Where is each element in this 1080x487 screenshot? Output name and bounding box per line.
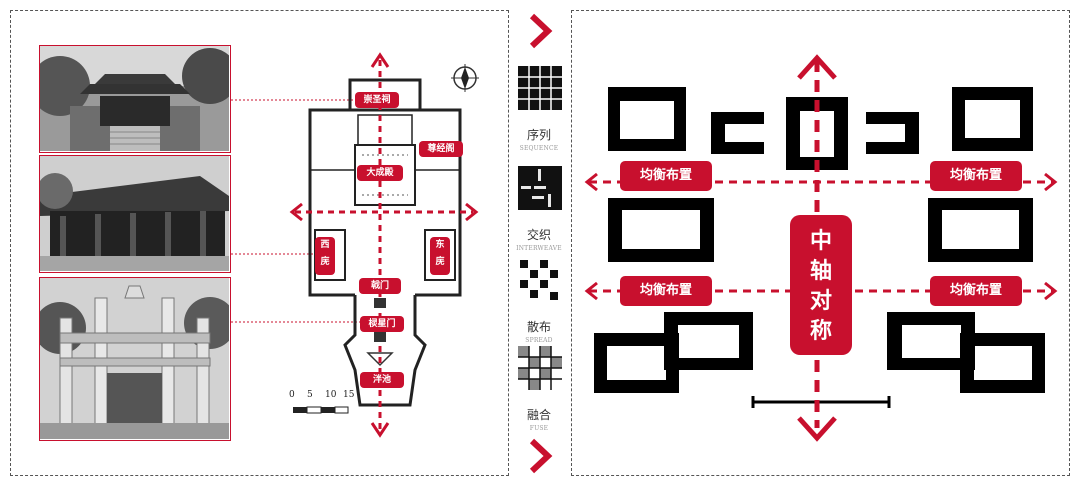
north-compass-icon	[451, 64, 479, 92]
scale-labels: 0 5 10 15	[289, 390, 354, 400]
label-dong: 东 庑	[430, 237, 450, 275]
grid-spread-icon	[518, 258, 562, 302]
block-bottom-right-b	[960, 333, 1045, 393]
pattern-sub: INTERWEAVE	[516, 245, 562, 252]
axis-char: 轴	[809, 259, 832, 284]
label-chongsheng: 崇圣祠	[355, 92, 399, 108]
left-connectors	[231, 99, 360, 323]
grid-fuse-icon	[518, 346, 562, 390]
block-c-left	[711, 112, 764, 154]
pattern-label: 散布	[526, 320, 551, 334]
block-top-right	[952, 87, 1033, 151]
axis-char: 中	[809, 229, 832, 254]
axis-char: 对	[809, 289, 832, 314]
block-mid-left	[608, 198, 714, 262]
pattern-sub: FUSE	[529, 425, 549, 432]
photo-dacheng-hall	[39, 155, 231, 273]
label-pan: 泮池	[360, 372, 404, 388]
symmetry-diagram	[584, 54, 1058, 442]
pattern-sub: SPREAD	[525, 337, 553, 344]
balance-label-bottom-left: 均衡布置	[620, 276, 712, 306]
block-top-left	[608, 87, 686, 151]
block-mid-right	[928, 198, 1033, 262]
scale-15: 15	[343, 390, 355, 400]
scale-5: 5	[307, 390, 313, 400]
chevron-right-icon	[529, 13, 553, 49]
pattern-label: 融合	[526, 408, 551, 422]
pattern-interweave: 交织 INTERWEAVE	[512, 166, 566, 256]
photo-lingxing-gate	[39, 277, 231, 441]
axis-symmetry-label: 中 轴 对 称	[790, 215, 852, 355]
block-center-top	[786, 97, 848, 170]
scale-0: 0	[289, 390, 295, 400]
pattern-spread: 散布 SPREAD	[512, 258, 566, 348]
grid-interweave-icon	[518, 166, 562, 210]
label-ji: 戟门	[359, 278, 401, 294]
pattern-sub: SEQUENCE	[519, 145, 559, 152]
pattern-label: 交织	[526, 228, 551, 242]
scale-bar	[293, 406, 349, 414]
temple-floor-plan	[289, 52, 479, 438]
balance-label-bottom-right: 均衡布置	[930, 276, 1022, 306]
photo-chongsheng-pavilion	[39, 45, 231, 153]
scale-10: 10	[325, 390, 337, 400]
label-xi: 西 庑	[315, 237, 335, 275]
label-zunjing: 尊经阁	[419, 141, 463, 157]
axis-char: 称	[809, 319, 832, 344]
label-lingxing: 棂星门	[360, 316, 404, 332]
chevron-right-icon	[529, 438, 553, 474]
block-bottom-left-b	[664, 312, 753, 370]
pattern-fuse: 融合 FUSE	[512, 346, 566, 436]
balance-label-top-right: 均衡布置	[930, 161, 1022, 191]
label-dacheng: 大成殿	[357, 165, 403, 181]
balance-label-top-left: 均衡布置	[620, 161, 712, 191]
grid-sequence-icon	[518, 66, 562, 110]
pattern-sequence: 序列 SEQUENCE	[512, 66, 566, 156]
block-c-right	[866, 112, 919, 154]
pattern-label: 序列	[526, 128, 551, 142]
